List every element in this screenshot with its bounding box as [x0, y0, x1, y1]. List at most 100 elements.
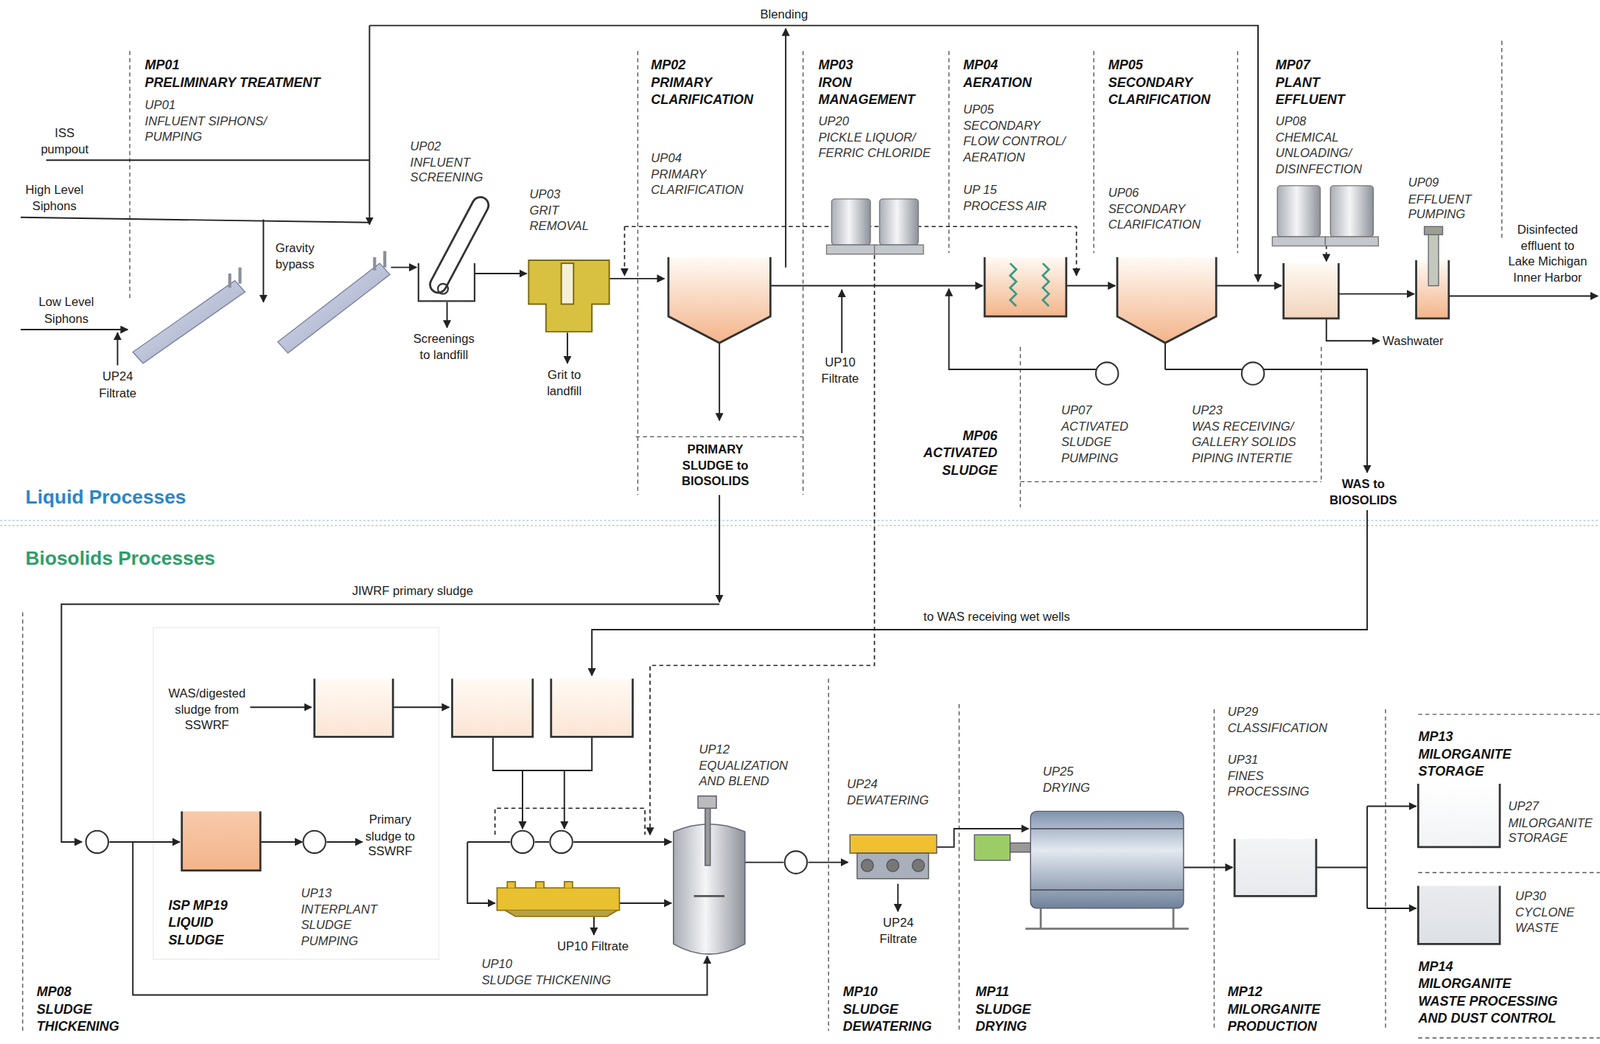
text-line: SLUDGE THICKENING: [481, 972, 611, 988]
belt-press: [912, 858, 925, 872]
process-section: MP06 ACTIVATED SLUDGEUP07 ACTIVATED SLUD…: [923, 426, 1296, 480]
text-line: MP08: [36, 982, 120, 1001]
text-line: UP31: [1227, 751, 1310, 768]
belt-press: [886, 858, 900, 872]
text-line: UP05: [963, 101, 1065, 118]
siphon: [277, 263, 390, 354]
unit-process-label: UP07 ACTIVATED SLUDGE PUMPING: [1061, 403, 1129, 467]
text-line: UP10: [821, 355, 860, 371]
text-line: MP14: [1418, 957, 1558, 976]
text-line: WASTE: [1515, 920, 1575, 936]
unit-process-label: UP06 SECONDARY CLARIFICATION: [1108, 185, 1201, 233]
blend-tank: [697, 795, 717, 809]
unit-process-label: UP08 CHEMICAL UNLOADING/ DISINFECTION: [1275, 114, 1362, 178]
text-line: SSWRF: [168, 717, 246, 733]
text-line: SLUDGE to: [681, 457, 749, 474]
section-heading: MP12 MILORGANITE PRODUCTION: [1227, 982, 1321, 1035]
flow-label: UP09 EFFLUENT PUMPING: [1408, 175, 1472, 223]
text-line: MP04: [963, 56, 1032, 74]
process-section: MP05 SECONDARY CLARIFICATIONUP06 SECONDA…: [1108, 56, 1211, 234]
text-line: effluent to: [1507, 238, 1587, 254]
flow-label: Liquid Processes: [25, 485, 187, 508]
process-section: MP02 PRIMARY CLARIFICATIONUP04 PRIMARY C…: [650, 56, 753, 199]
text-line: Filtrate: [98, 385, 137, 401]
process-section: MP11 SLUDGE DRYING: [975, 982, 1032, 1035]
flow-line: [262, 219, 264, 303]
tank: [1283, 263, 1340, 319]
thickener: [496, 881, 620, 917]
text-line: CLASSIFICATION: [1227, 720, 1328, 736]
text-line: THICKENING: [36, 1017, 120, 1035]
section-heading: MP03 IRON MANAGEMENT: [818, 56, 915, 109]
chemical-tank: [1325, 236, 1379, 246]
text-line: UP07: [1061, 403, 1129, 419]
flow-line: [109, 840, 180, 843]
flow-line: [493, 736, 592, 771]
text-line: STORAGE: [1507, 830, 1592, 847]
text-line: Screenings: [413, 331, 475, 348]
belt-press: [849, 834, 937, 879]
text-line: UP06: [1108, 185, 1201, 202]
flow-label: WAS/digested sludge from SSWRF: [168, 685, 246, 733]
chemical-tank: [826, 185, 1379, 255]
text-line: PRIMARY: [650, 166, 743, 183]
text-line: UP13: [300, 885, 377, 902]
text-line: PUMPING: [300, 933, 377, 949]
flow-line: [808, 861, 849, 864]
pump: [511, 830, 534, 853]
chemical-feed-line: [1325, 244, 1328, 261]
text-line: SCREENING: [410, 170, 484, 186]
screen: [418, 193, 492, 301]
flow-line: [392, 706, 449, 708]
text-line: STORAGE: [1418, 762, 1512, 780]
text-line: UP20: [818, 114, 931, 130]
flow-label: Low Level Siphons: [39, 294, 95, 327]
flow-line: [566, 332, 569, 364]
unit-process-label: UP05 SECONDARY FLOW CONTROL/ AERATION: [963, 101, 1065, 166]
text-line: ACTIVATED: [923, 443, 998, 462]
flow-label: to WAS receiving wet wells: [923, 609, 1071, 625]
flow-line: [573, 840, 672, 843]
effluent-pump: [1428, 229, 1439, 286]
text-line: SLUDGE: [975, 1000, 1032, 1018]
thickener: [504, 910, 617, 917]
text-line: DRYING: [1042, 780, 1091, 796]
pump: [784, 850, 808, 873]
text-line: MP05: [1108, 56, 1211, 74]
text-line: UP10: [481, 955, 611, 972]
flow-line: [840, 289, 843, 354]
text-line: Filtrate: [821, 370, 860, 387]
text-line: ISP MP19: [168, 896, 227, 914]
dryer: [1010, 842, 1032, 852]
text-line: Filtrate: [879, 930, 917, 947]
text-line: CLARIFICATION: [1108, 217, 1201, 233]
pump: [1241, 361, 1264, 384]
process-section: MP03 IRON MANAGEMENT UP20 PICKLE LIQUOR/ …: [818, 56, 931, 163]
text-line: UP29: [1227, 703, 1328, 720]
flow-label: Screenings to landfill: [413, 331, 475, 364]
text-line: MP02: [650, 56, 754, 74]
section-divider: [22, 40, 1600, 1037]
text-line: PROCESS AIR: [963, 198, 1047, 214]
text-line: FINES: [1227, 767, 1310, 784]
text-line: MP03: [818, 56, 915, 74]
flow-line: [521, 770, 524, 829]
chemical-tank: [874, 244, 924, 254]
unit-process-label: UP01 INFLUENT SIPHONS/ PUMPING: [145, 98, 267, 146]
pump: [549, 830, 572, 853]
process-separator: [0, 520, 1600, 526]
unit-process-label: UP20 PICKLE LIQUOR/ FERRIC CHLORIDE: [818, 114, 931, 162]
text-line: BIOSOLIDS: [1329, 492, 1397, 508]
text-line: DISINFECTION: [1275, 161, 1362, 177]
flow-label: UP24 DEWATERING: [846, 776, 929, 809]
pump: [1095, 361, 1119, 384]
text-line: ISS: [40, 125, 89, 141]
flow-label: UP02 INFLUENT SCREENING: [410, 138, 484, 186]
blend-tank: [694, 894, 726, 897]
text-line: pumpout: [40, 141, 89, 157]
belt-press: [857, 852, 929, 879]
flow-line: [718, 494, 721, 602]
flow-label: Washwater: [1382, 333, 1444, 350]
unit-process-label: UP27 MILORGANITE STORAGE: [1507, 798, 1592, 847]
